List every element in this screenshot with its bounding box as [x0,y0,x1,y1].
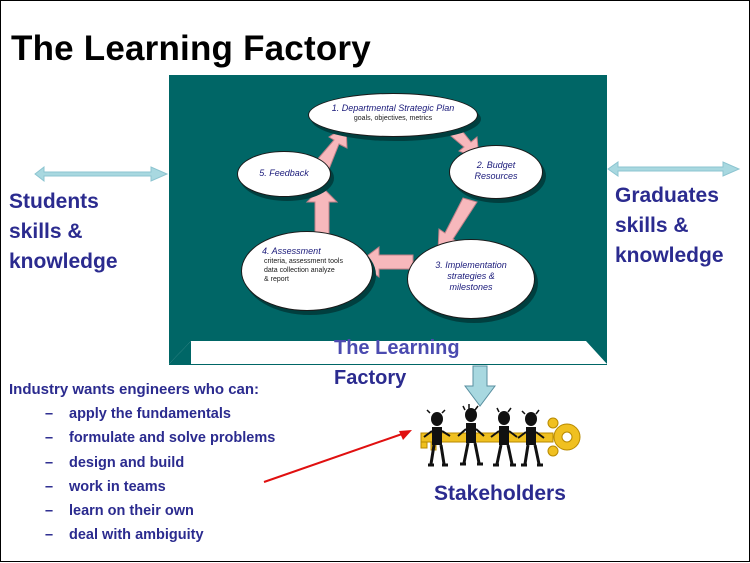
implementation-label: 3. Implementation [435,260,507,270]
students-line-3: knowledge [9,250,118,273]
students-input-arrow [34,165,169,183]
stakeholders-key-icon [420,417,581,457]
slide-title: The Learning Factory [11,29,371,68]
implementation-label-3: milestones [449,282,493,292]
implementation-label-2: strategies & [447,271,495,281]
cycle-step-feedback: 5. Feedback [237,151,331,197]
stakeholder-figures-icon [423,404,545,467]
graduates-line-1: Graduates [615,184,719,207]
list-item: –apply the fundamentals [45,406,231,422]
learning-factory-caption: The Learning Factory [334,333,460,393]
assessment-label: 4. Assessment [262,246,321,256]
budget-label: 2. Budget [476,160,516,170]
graduates-output-text: Graduates skills & knowledge [615,181,724,271]
graduates-line-2: skills & [615,214,689,237]
industry-list: –apply the fundamentals –formulate and s… [45,406,275,552]
industry-pointer-arrow [263,430,412,483]
cycle-step-implementation: 3. Implementation strategies & milestone… [407,239,535,319]
cycle-step-strategic-plan: 1. Departmental Strategic Plan goals, ob… [308,93,478,137]
list-item: –work in teams [45,478,166,495]
students-input-text: Students skills & knowledge [9,187,118,277]
budget-label-2: Resources [474,171,518,181]
list-item: –formulate and solve problems [45,430,276,447]
factory-caption-line-1: The Learning [334,337,460,359]
list-item: –deal with ambiguity [45,527,204,544]
feedback-label: 5. Feedback [259,168,309,178]
factory-to-stakeholders-arrow [464,365,496,407]
graduates-output-arrow [607,161,741,177]
list-item: –design and build [45,454,185,471]
strategic-plan-sub: goals, objectives, metrics [353,115,433,122]
cycle-step-assessment: 4. Assessment criteria, assessment tools… [241,231,373,311]
industry-heading: Industry wants engineers who can: [9,381,260,398]
students-line-1: Students [9,190,99,213]
assessment-sub-1: criteria, assessment tools [264,258,343,265]
stakeholders-label: Stakeholders [434,482,566,505]
assessment-sub-2: data collection analyze [264,267,335,274]
factory-caption-line-2: Factory [334,367,407,389]
assessment-sub-3: & report [264,276,289,283]
list-item: –learn on their own [45,503,194,520]
cycle-step-budget: 2. Budget Resources [449,145,543,199]
students-line-2: skills & [9,220,83,243]
strategic-plan-label: 1. Departmental Strategic Plan [331,103,455,113]
graduates-line-3: knowledge [615,244,724,267]
cycle-arrow-5-1 [315,125,348,170]
